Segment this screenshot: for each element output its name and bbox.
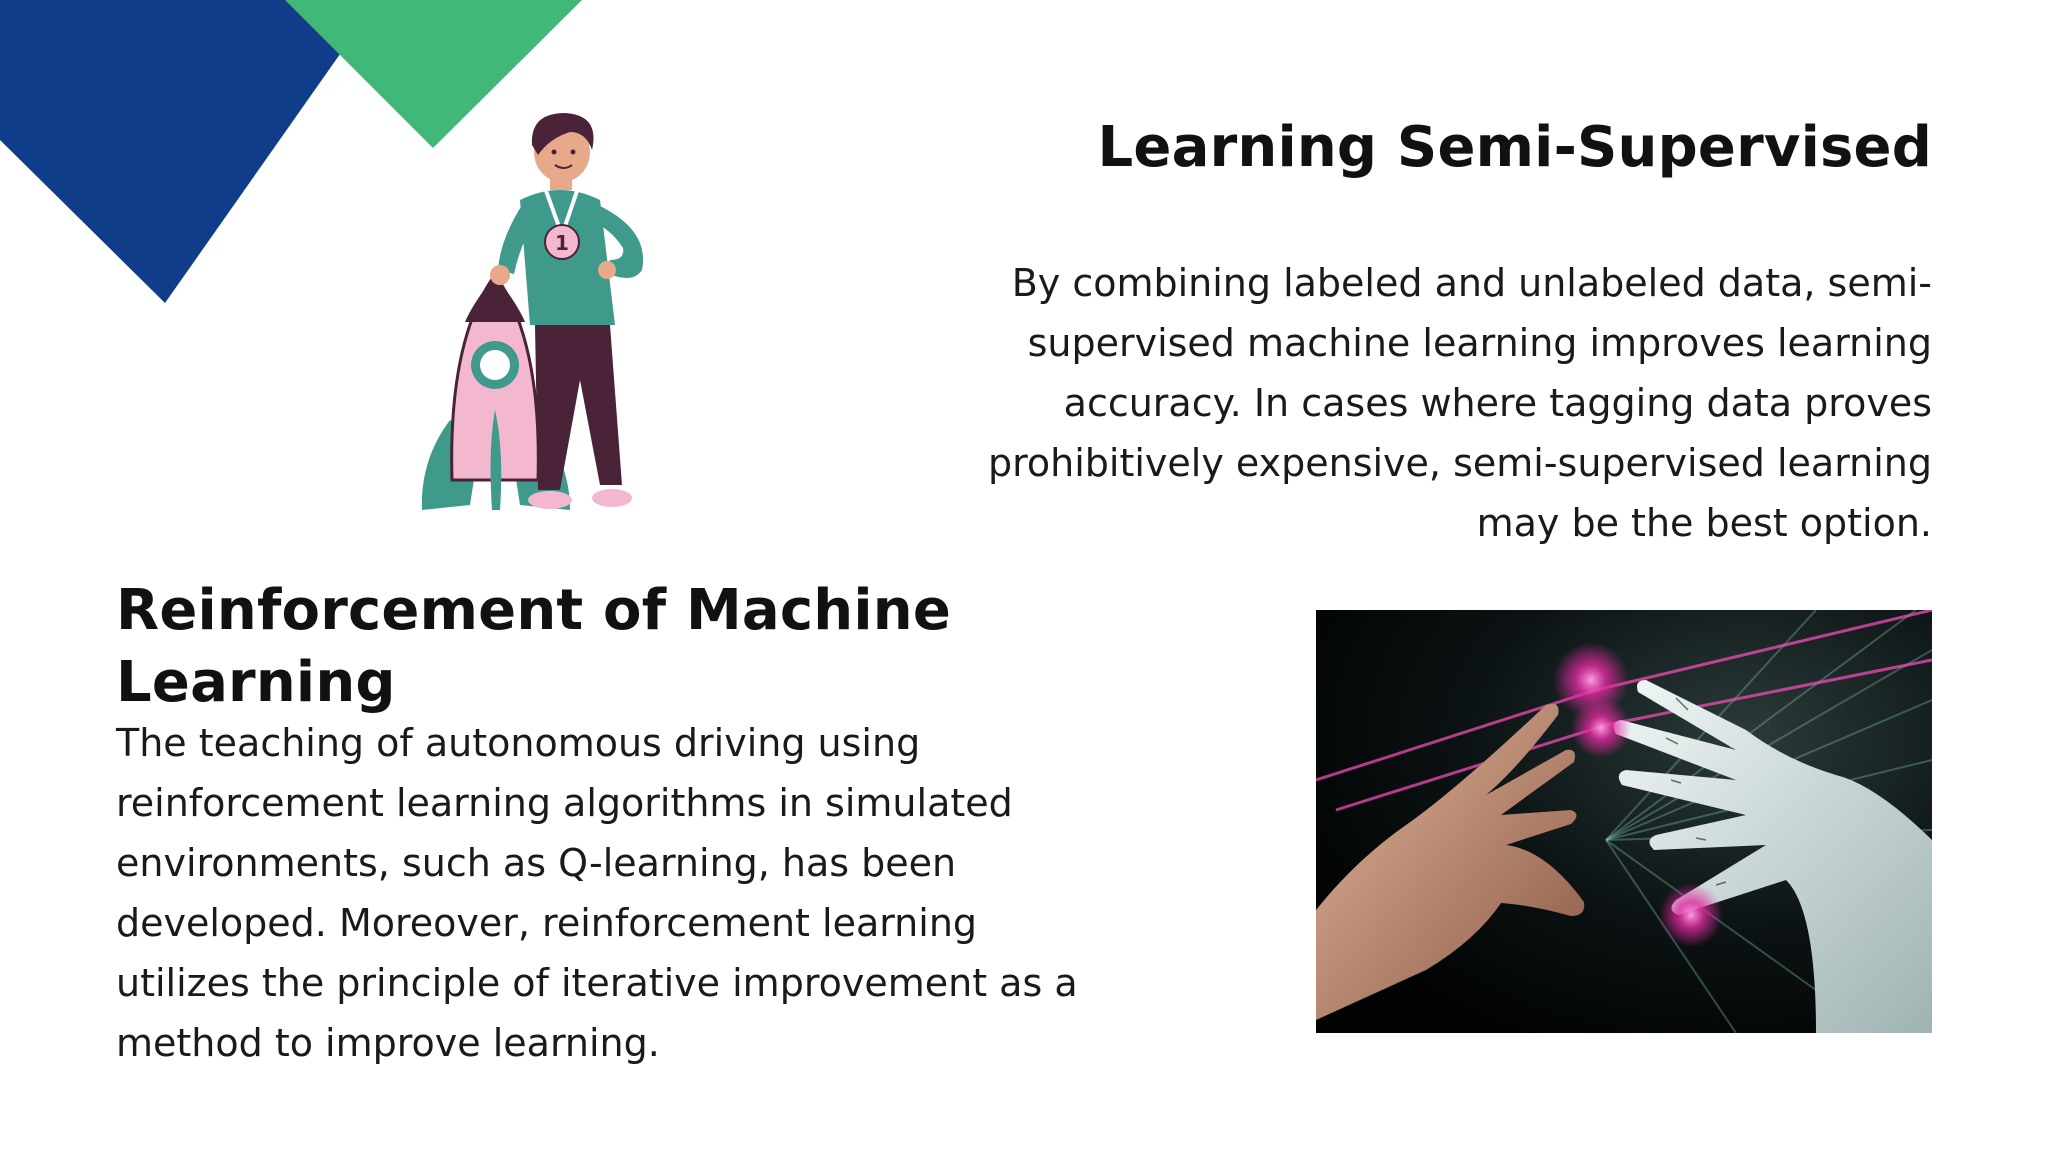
navy-triangle-shape <box>0 0 378 303</box>
semi-supervised-body: By combining labeled and unlabeled data,… <box>987 261 1932 545</box>
medal-number: 1 <box>555 231 569 255</box>
green-triangle-shape <box>285 0 582 148</box>
reinforcement-title: Reinforcement of Machine Learning <box>116 578 952 715</box>
semi-supervised-title: Learning Semi-Supervised <box>1097 115 1932 180</box>
person-with-rocket-illustration: 1 <box>421 113 644 510</box>
human-and-robot-hands-image <box>1316 610 1932 1033</box>
reinforcement-body: The teaching of autonomous driving using… <box>116 721 1078 1065</box>
corner-decoration <box>0 0 582 303</box>
